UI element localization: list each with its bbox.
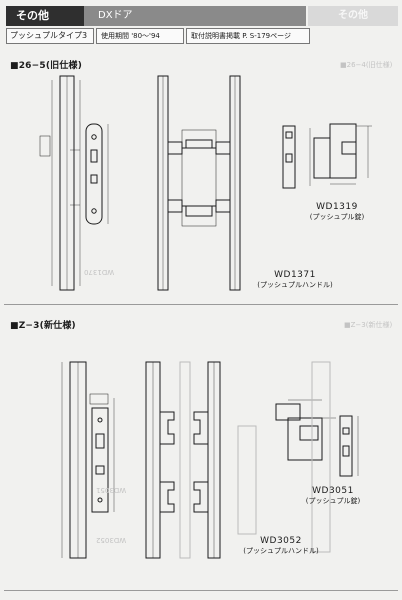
item-code: WD1319	[316, 202, 358, 212]
page-header: その他 DXドア その他	[0, 6, 402, 26]
product-type: プッシュプルタイプ3	[6, 28, 94, 44]
bleed-through-code: WD3052	[96, 536, 127, 544]
section-title-new-spec: ■Z−3(新仕様)	[10, 321, 76, 331]
sub-header: プッシュプルタイプ3 使用期間 '80〜'94 取付説明書掲載 P. S-179…	[6, 28, 310, 44]
lock-body-drawing	[282, 123, 372, 189]
bleed-through-section-title: ■26−4(旧仕様)	[340, 61, 393, 69]
item-label-wd3051: WD3051 (プッシュプル錠)	[292, 486, 374, 506]
item-code: WD3051	[312, 486, 354, 496]
handle-bar-front-view	[51, 75, 81, 291]
item-description: (プッシュプルハンドル)	[243, 547, 319, 556]
handle-side-view-new	[145, 361, 221, 559]
product-tab: DXドア	[84, 6, 306, 26]
item-description: (プッシュプル錠)	[309, 213, 365, 222]
item-code: WD3052	[260, 536, 302, 546]
item-label-wd3052: WD3052 (プッシュプルハンドル)	[226, 536, 336, 556]
item-description: (プッシュプル錠)	[305, 497, 361, 506]
handle-bar-front-view-new	[61, 361, 87, 559]
manual-page-reference: 取付説明書掲載 P. S-179ページ	[186, 28, 310, 44]
lock-escutcheon-new	[89, 393, 115, 513]
bottom-rule	[4, 590, 398, 591]
bleed-through-tab: その他	[308, 6, 398, 26]
item-label-wd1371: WD1371 (プッシュプルハンドル)	[240, 270, 350, 290]
lock-escutcheon	[39, 123, 109, 225]
bleed-through-code: WD3051	[96, 486, 127, 494]
section-divider	[4, 304, 398, 305]
bleed-through-section-title: ■Z−3(新仕様)	[344, 321, 393, 329]
category-tab: その他	[6, 6, 84, 26]
item-description: (プッシュプルハンドル)	[257, 281, 333, 290]
section-title-old-spec: ■26−5(旧仕様)	[10, 61, 83, 71]
item-label-wd1319: WD1319 (プッシュプル錠)	[296, 202, 378, 222]
lock-body-drawing-new	[237, 361, 359, 553]
handle-side-view	[157, 75, 241, 291]
item-code: WD1371	[274, 270, 316, 280]
usage-period: 使用期間 '80〜'94	[96, 28, 184, 44]
